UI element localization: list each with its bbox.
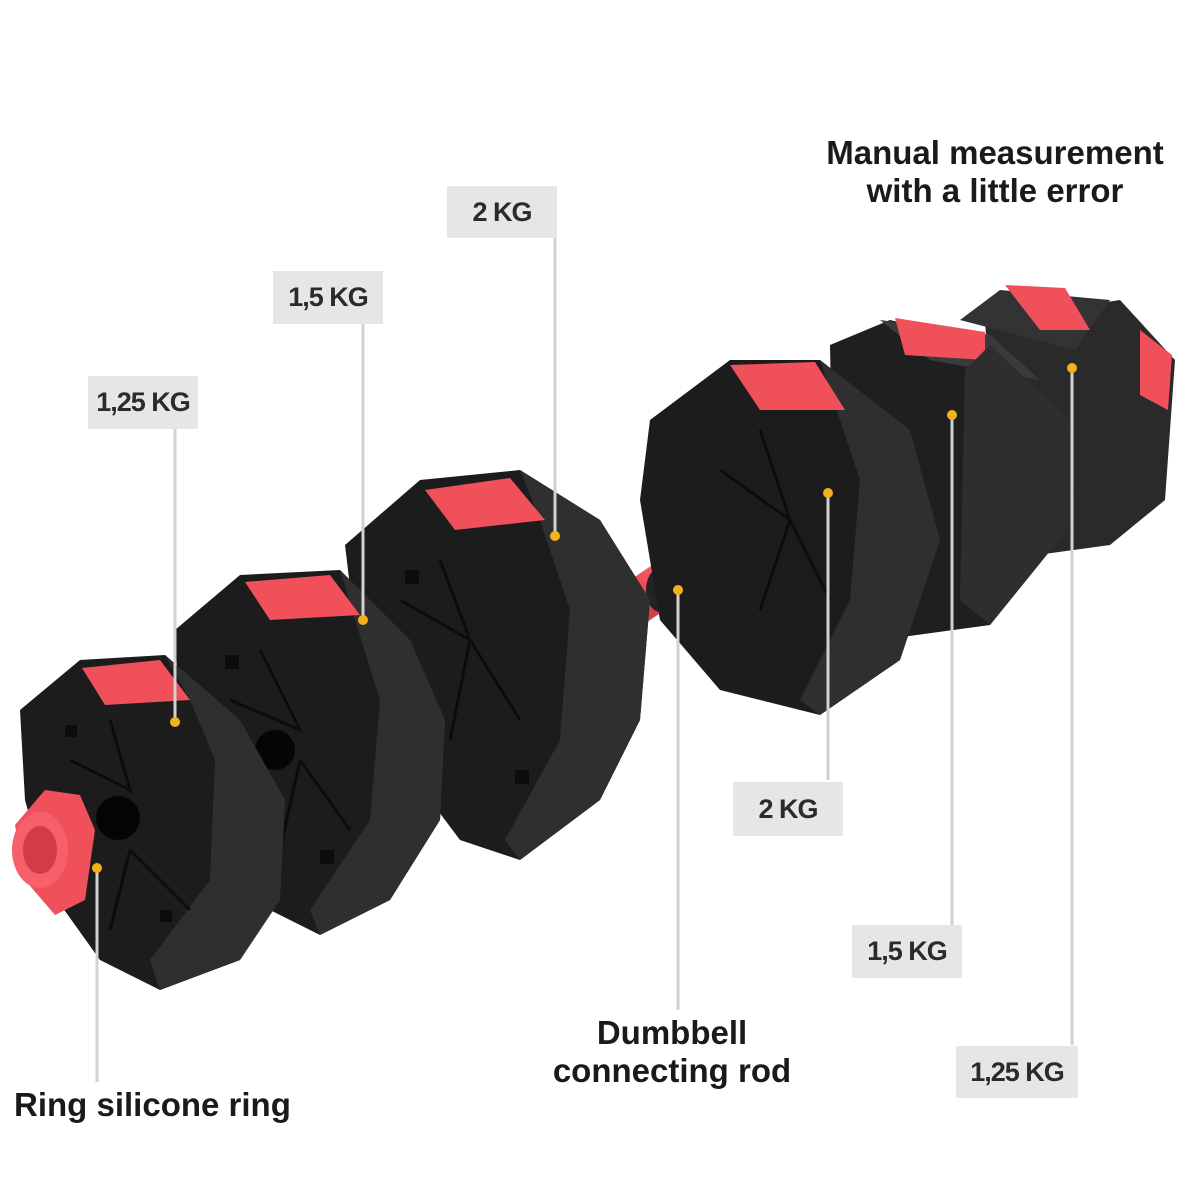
tag-left-plate-2: 1,5 KG	[273, 271, 383, 324]
leader-lines	[95, 238, 1074, 1082]
rod-caption-line2: connecting rod	[552, 1052, 792, 1089]
anchor-dot	[1067, 363, 1077, 373]
anchor-dot	[673, 585, 683, 595]
measurement-note: Manual measurement with a little error	[790, 134, 1200, 210]
anchor-dot	[92, 863, 102, 873]
rod-caption-line1: Dumbbell	[596, 1014, 748, 1051]
silicone-ring	[12, 790, 95, 915]
measurement-note-line1: Manual measurement	[826, 134, 1164, 171]
rod-caption: Dumbbell connecting rod	[522, 1014, 822, 1090]
anchor-dot	[358, 615, 368, 625]
tag-left-plate-1: 1,25 KG	[88, 376, 198, 429]
tag-right-plate-2: 1,5 KG	[852, 925, 962, 978]
tag-right-plate-1: 2 KG	[733, 782, 843, 836]
anchor-dot	[823, 488, 833, 498]
right-plate-1	[640, 360, 940, 715]
left-plate-1	[20, 655, 285, 990]
anchor-dot	[550, 531, 560, 541]
anchor-dot	[170, 717, 180, 727]
anchor-dot	[947, 410, 957, 420]
measurement-note-line2: with a little error	[866, 172, 1124, 209]
tag-left-plate-3: 2 KG	[447, 186, 557, 238]
ring-caption: Ring silicone ring	[14, 1086, 291, 1123]
anchor-dots	[92, 363, 1077, 873]
tag-right-plate-3: 1,25 KG	[956, 1046, 1078, 1098]
